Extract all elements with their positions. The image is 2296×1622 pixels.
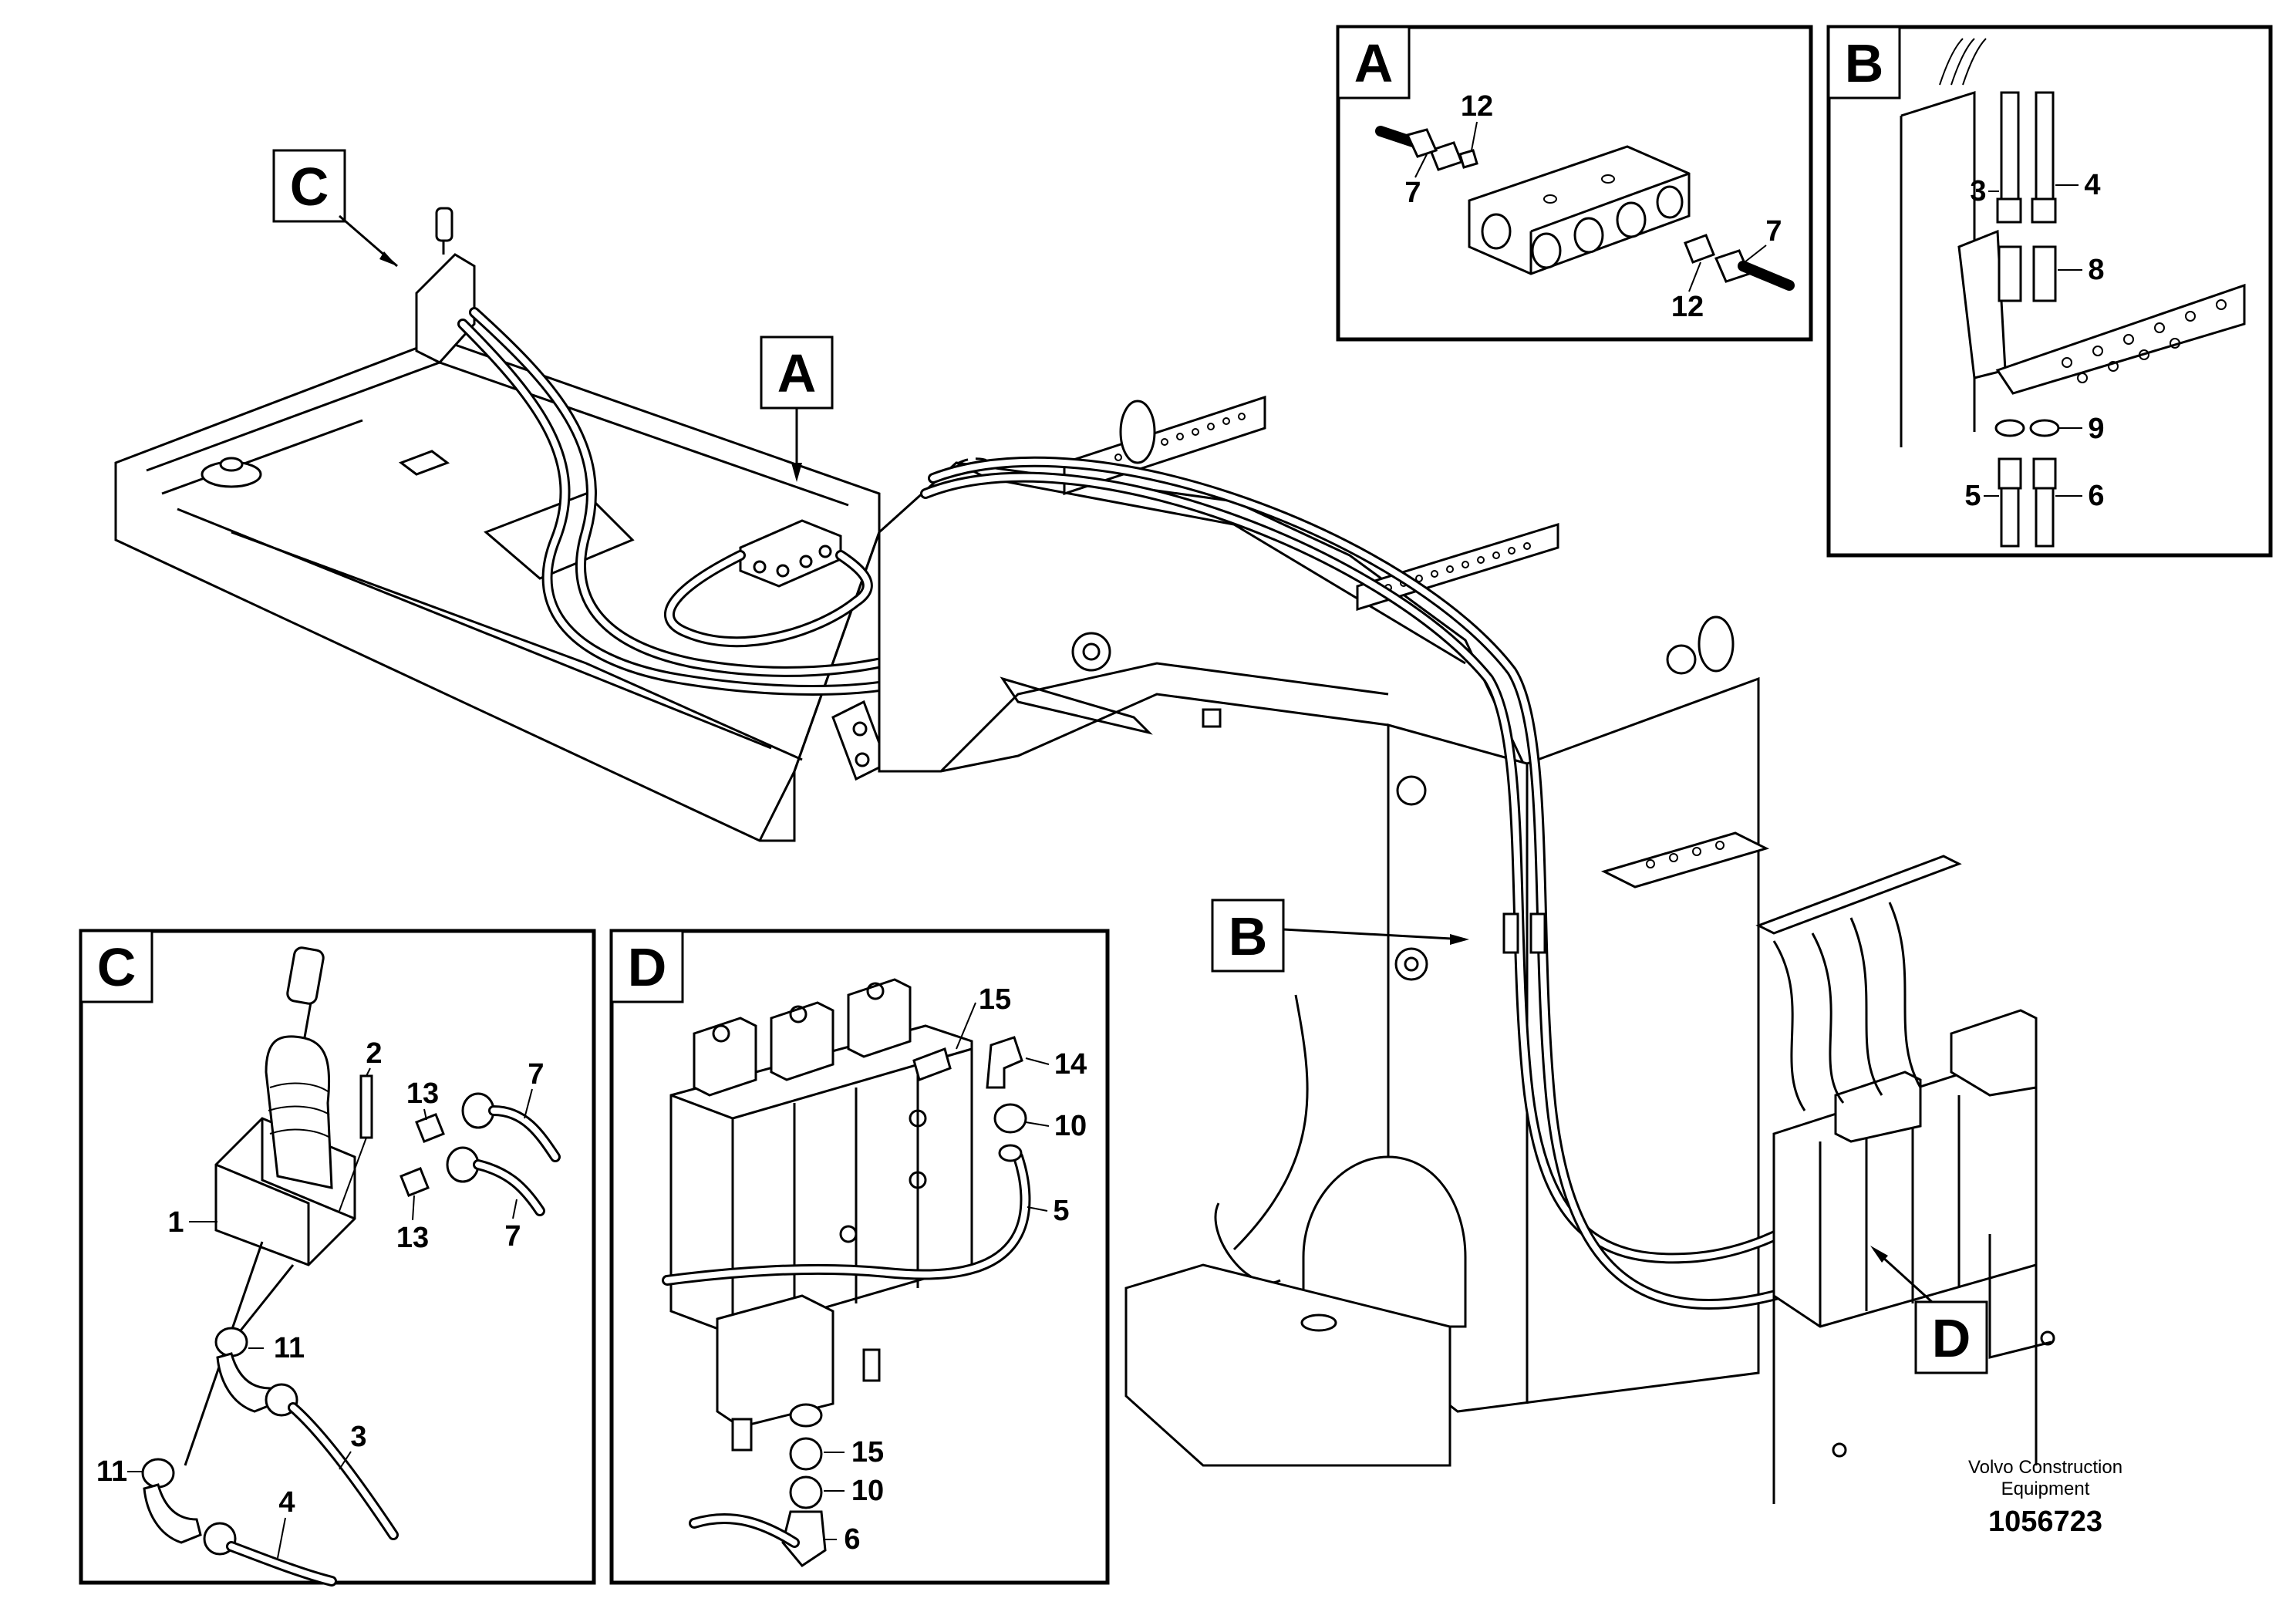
detail-a-panel: A 7 12 7 12	[1336, 25, 1813, 342]
detail-d-callout-5: 5	[1053, 1195, 1069, 1227]
detail-b-letter: B	[1845, 33, 1884, 93]
detail-c-callout-2: 2	[366, 1037, 382, 1070]
main-labels: C A B D	[272, 149, 1988, 1374]
detail-c-panel: C 1	[79, 929, 596, 1587]
detail-a-letter: A	[1354, 33, 1394, 93]
label-b-main: B	[1211, 899, 1469, 973]
cab-floor-frame	[114, 338, 888, 842]
detail-a-callout-7-left: 7	[1404, 177, 1421, 209]
detail-a-callout-7-right: 7	[1765, 215, 1782, 248]
label-c-main: C	[272, 149, 398, 268]
label-d-main-text: D	[1932, 1308, 1971, 1368]
detail-c-callout-7-top: 7	[528, 1058, 544, 1091]
detail-b-callout-5: 5	[1964, 480, 1981, 512]
detail-d-callout-6: 6	[844, 1523, 860, 1556]
main-pillar	[1124, 644, 1760, 1467]
manufacturer-line-1: Volvo Construction	[1968, 1457, 2122, 1478]
drawing-number: 1056723	[1988, 1506, 2102, 1538]
detail-d-callout-10-top: 10	[1054, 1110, 1087, 1142]
label-c-main-text: C	[290, 157, 329, 217]
detail-c-callout-4: 4	[278, 1486, 295, 1519]
footer-block: Volvo Construction Equipment 1056723	[1968, 1457, 2122, 1538]
label-a-main: A	[760, 336, 834, 482]
detail-c-callout-13-bottom: 13	[396, 1222, 429, 1254]
detail-b-callout-8: 8	[2088, 254, 2104, 286]
support-bracket-plate	[1600, 831, 1770, 889]
detail-b-callout-4: 4	[2084, 169, 2100, 201]
detail-c-callout-11-right: 11	[274, 1332, 305, 1364]
detail-d-letter: D	[628, 937, 667, 997]
detail-c-callout-1: 1	[167, 1206, 184, 1239]
detail-b-callout-6: 6	[2088, 480, 2104, 512]
label-a-main-text: A	[777, 343, 817, 403]
control-valve-assembly-main	[1755, 855, 2055, 1504]
manufacturer-line-2: Equipment	[2001, 1479, 2090, 1499]
label-d-main: D	[1870, 1246, 1988, 1374]
detail-c-letter: C	[97, 937, 137, 997]
detail-d-callout-15-top: 15	[979, 983, 1011, 1016]
label-b-main-text: B	[1229, 906, 1268, 966]
detail-c-callout-11-left: 11	[96, 1455, 127, 1488]
detail-a-callout-12-bottom: 12	[1671, 291, 1704, 323]
joystick-main	[415, 207, 476, 364]
detail-c-callout-3: 3	[350, 1421, 366, 1453]
detail-b-callout-9: 9	[2088, 413, 2104, 445]
main-assembly-drawing	[114, 207, 2055, 1504]
detail-a-callout-12-top: 12	[1461, 90, 1493, 123]
detail-c-callout-13-top: 13	[406, 1077, 439, 1110]
detail-d-callout-14: 14	[1054, 1048, 1087, 1081]
detail-b-panel: B 3 4 8 9	[1826, 25, 2273, 558]
detail-c-callout-7-bottom: 7	[504, 1220, 521, 1253]
pilot-hoses-pillar	[920, 456, 1872, 1310]
detail-b-callout-3: 3	[1970, 175, 1986, 207]
detail-d-callout-10-bottom: 10	[851, 1475, 884, 1507]
detail-d-panel: D 15 14	[609, 929, 1110, 1585]
detail-d-callout-15-bottom: 15	[851, 1436, 884, 1469]
